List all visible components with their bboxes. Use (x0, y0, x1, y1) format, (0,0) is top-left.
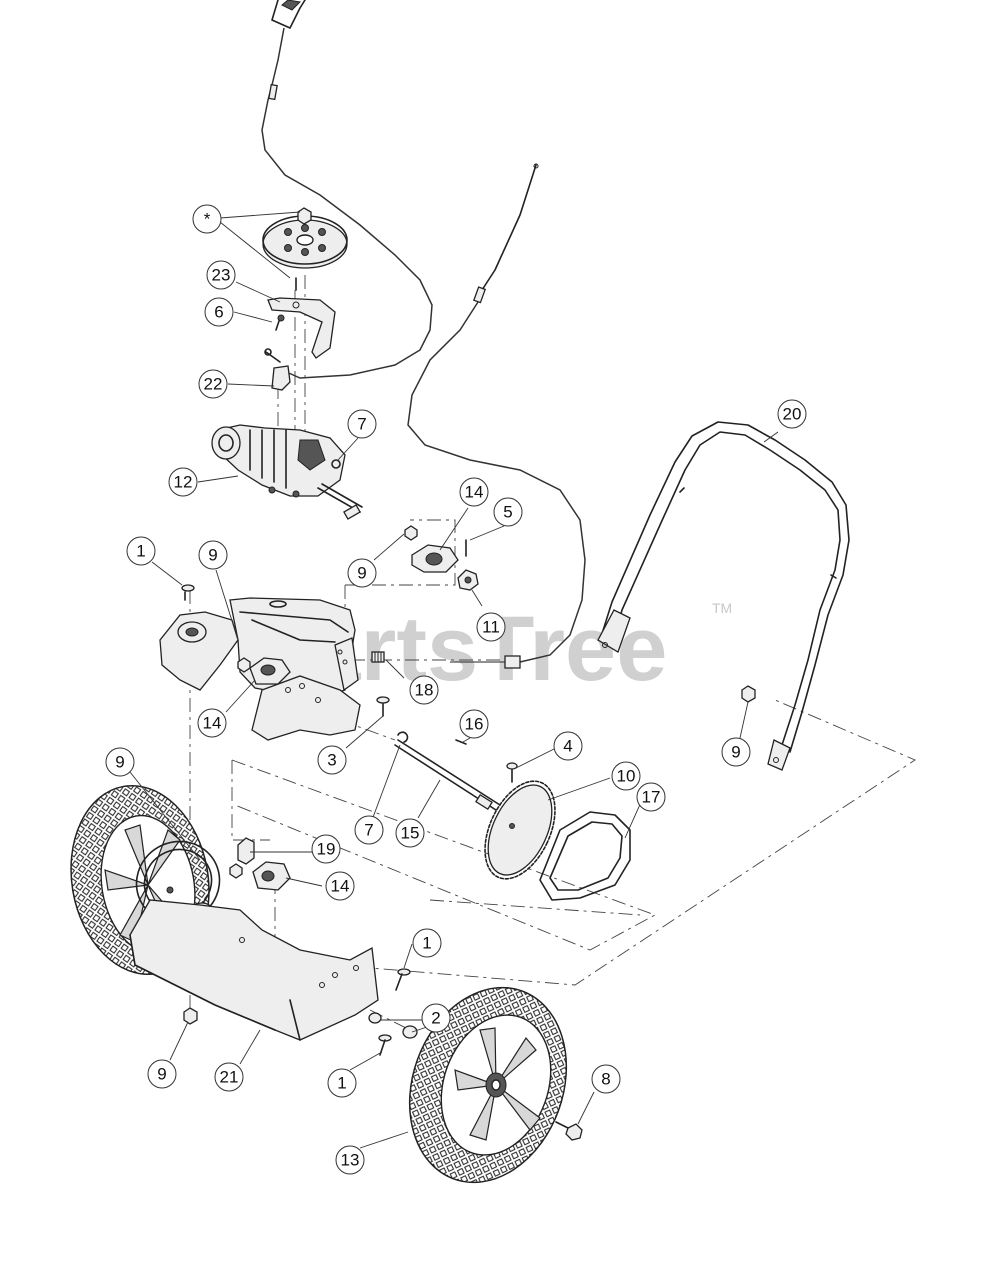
callout-3-label: 3 (327, 751, 336, 770)
callout-2: 2 (421, 1003, 451, 1033)
axle-shaft (394, 739, 501, 811)
nut-bottom-left (183, 1007, 198, 1025)
leader-lines (129, 211, 779, 1149)
flange-bearing-lower (229, 837, 291, 891)
callout-11-label: 11 (482, 618, 500, 637)
watermark-trademark: TM (712, 600, 732, 616)
callout-1-upper-label: 1 (136, 542, 145, 561)
callout-9-upper: 9 (347, 558, 377, 588)
callout-14-left-label: 14 (203, 714, 222, 733)
callout-1-bottom: 1 (327, 1068, 357, 1098)
callout-18-label: 18 (415, 681, 434, 700)
callout-15: 15 (395, 818, 425, 848)
handle-nut (741, 685, 756, 703)
callout-7-lower: 7 (354, 815, 384, 845)
screw-4 (506, 762, 518, 783)
retaining-clip-lower (397, 731, 409, 743)
callout-9-bracket: 9 (198, 540, 228, 570)
callout-6: 6 (204, 297, 234, 327)
callout-14-left: 14 (197, 708, 227, 738)
callout-7-upper-label: 7 (357, 415, 366, 434)
roll-pin-and-gear (457, 539, 479, 591)
callout-20-label: 20 (783, 405, 802, 424)
callout-19: 19 (311, 834, 341, 864)
callout-3: 3 (317, 745, 347, 775)
callout-star-label: * (204, 210, 211, 229)
lower-frame (129, 899, 379, 1041)
callout-1-upper: 1 (126, 536, 156, 566)
callout-10-label: 10 (617, 767, 636, 786)
callout-23-label: 23 (212, 266, 231, 285)
callout-8: 8 (591, 1064, 621, 1094)
wheel-bolt (555, 1121, 583, 1141)
callout-23: 23 (206, 260, 236, 290)
flange-bearing-upper (404, 525, 459, 573)
handle (597, 421, 850, 771)
callout-2-label: 2 (431, 1009, 440, 1028)
callout-16-label: 16 (465, 715, 484, 734)
callout-9-bracket-label: 9 (208, 546, 217, 565)
callout-16: 16 (459, 709, 489, 739)
callout-20: 20 (777, 399, 807, 429)
key-pin (455, 739, 467, 745)
callout-13: 13 (335, 1145, 365, 1175)
callout-17-label: 17 (642, 788, 661, 807)
callout-1-frame: 1 (412, 928, 442, 958)
callout-6-label: 6 (214, 303, 223, 322)
callout-4: 4 (553, 731, 583, 761)
callout-21-label: 21 (220, 1068, 239, 1087)
drive-control-cable (261, 0, 433, 379)
callout-21: 21 (214, 1062, 244, 1092)
side-plate (251, 675, 361, 741)
drive-belt (539, 811, 631, 901)
callout-7-lower-label: 7 (364, 821, 373, 840)
callout-star: * (192, 204, 222, 234)
callout-4-label: 4 (563, 737, 572, 756)
callout-9-upper-label: 9 (357, 564, 366, 583)
callout-22: 22 (198, 369, 228, 399)
callout-19-label: 19 (317, 840, 336, 859)
coupler-18 (371, 651, 385, 663)
drive-pulley (262, 207, 348, 291)
callout-9-wheel: 9 (105, 747, 135, 777)
callout-9-wheel-label: 9 (115, 753, 124, 772)
callout-8-label: 8 (601, 1070, 610, 1089)
callout-9-handle: 9 (721, 737, 751, 767)
callout-15-label: 15 (401, 824, 420, 843)
transmission (211, 424, 363, 520)
callout-10: 10 (611, 761, 641, 791)
pulley-bracket (267, 297, 336, 359)
callout-14-lower-label: 14 (331, 877, 350, 896)
callout-1-bottom-label: 1 (337, 1074, 346, 1093)
callout-1-frame-label: 1 (422, 934, 431, 953)
throttle-cable (407, 163, 586, 669)
callout-9-bottom-label: 9 (157, 1065, 166, 1084)
callout-11: 11 (476, 612, 506, 642)
callout-22-label: 22 (204, 375, 223, 394)
callout-7-upper: 7 (347, 409, 377, 439)
flange-bearing-left (237, 657, 291, 685)
right-wheel (408, 986, 568, 1184)
callout-17: 17 (636, 782, 666, 812)
sprocket (484, 780, 556, 880)
callout-18: 18 (409, 675, 439, 705)
callout-9-bottom: 9 (147, 1059, 177, 1089)
callout-14-upper-label: 14 (465, 483, 484, 502)
callout-5: 5 (493, 497, 523, 527)
callout-12: 12 (168, 467, 198, 497)
callout-14-upper: 14 (459, 477, 489, 507)
callout-5-label: 5 (503, 503, 512, 522)
callout-12-label: 12 (174, 473, 193, 492)
callout-9-handle-label: 9 (731, 743, 740, 762)
callout-14-lower: 14 (325, 871, 355, 901)
cable-clip (264, 348, 291, 391)
callout-13-label: 13 (341, 1151, 360, 1170)
